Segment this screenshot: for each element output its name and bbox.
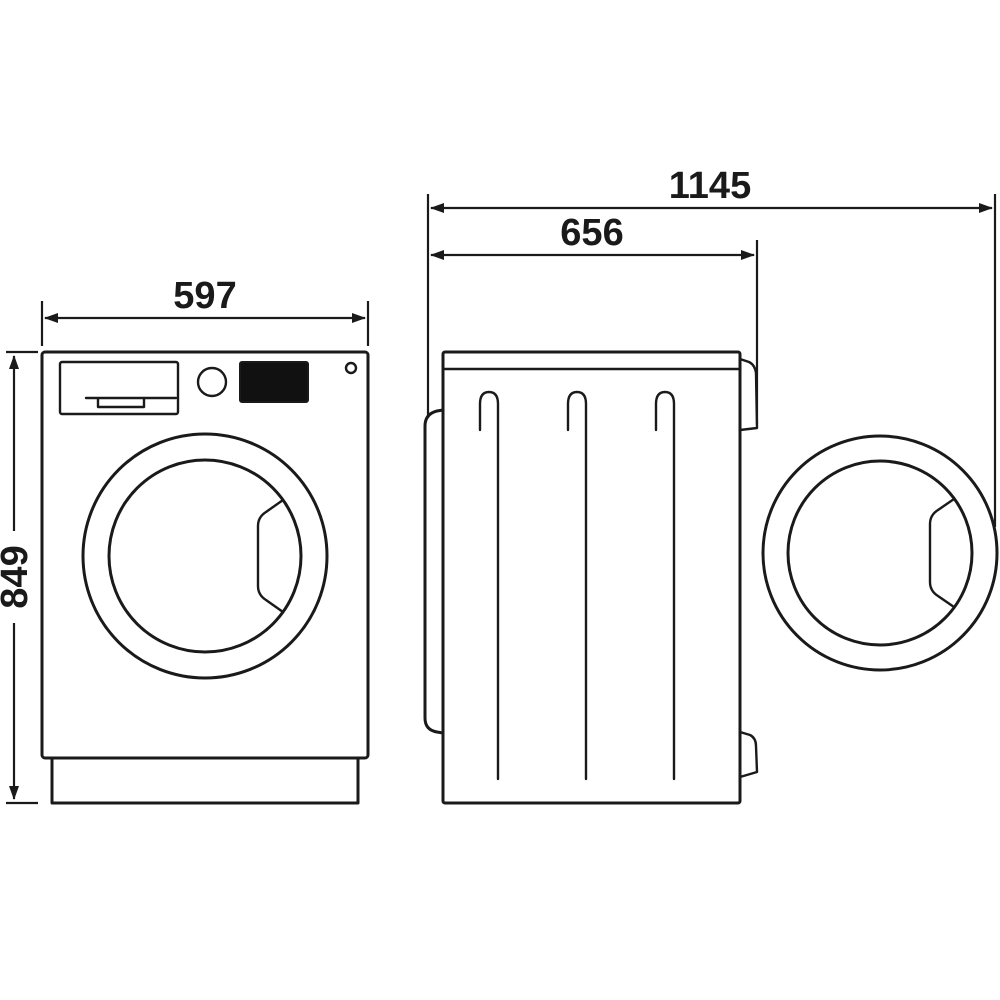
side-door-bottom-edge — [738, 730, 759, 779]
side-back-bulge — [423, 408, 445, 735]
front-door — [81, 432, 329, 680]
label-backing — [0, 531, 33, 623]
open-door-handle — [928, 497, 956, 609]
open-door — [761, 434, 999, 672]
display-screen — [239, 361, 309, 403]
side-view — [423, 350, 999, 805]
front-width-label: 597 — [173, 275, 236, 317]
door-glass — [107, 458, 303, 654]
side-rib-2 — [566, 390, 588, 781]
dimension-body-depth: 656 — [430, 212, 759, 424]
side-panel-ribs — [478, 390, 676, 781]
side-body-outline — [441, 350, 742, 805]
dimension-front-height: 849 — [0, 350, 38, 805]
side-rib-1 — [478, 390, 500, 781]
drawer-handle — [84, 396, 178, 409]
side-rib-3 — [654, 390, 676, 781]
power-indicator-icon — [344, 361, 358, 375]
side-front-fascia — [738, 357, 759, 432]
body-depth-label: 656 — [560, 212, 623, 254]
door-handle — [256, 498, 285, 614]
dimension-depth-door-open: 1145 — [426, 165, 997, 527]
front-height-label: 849 — [0, 545, 36, 608]
detergent-drawer — [58, 360, 180, 416]
door-outer-ring — [81, 432, 329, 680]
front-view — [40, 350, 370, 805]
front-control-panel — [58, 360, 358, 416]
open-door-outer-ring — [761, 434, 999, 672]
dimension-front-width: 597 — [40, 275, 370, 346]
program-knob — [196, 366, 228, 398]
front-plinth — [50, 756, 360, 805]
depth-door-open-label: 1145 — [669, 165, 751, 207]
open-door-glass — [786, 459, 974, 647]
